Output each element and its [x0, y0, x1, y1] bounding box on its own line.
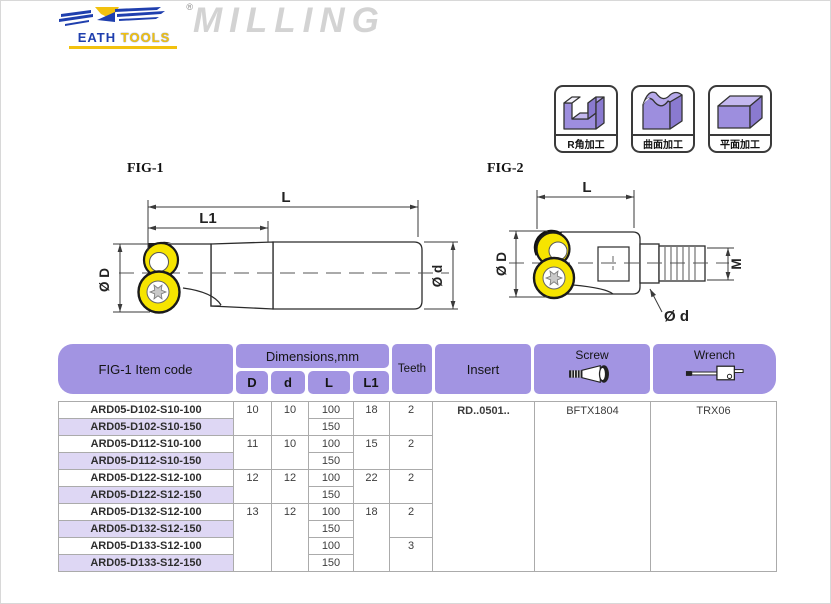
table-row: ARD05-D133-S12-150 150 [58, 554, 777, 572]
brand-name-tools: TOOLS [120, 30, 171, 45]
page-title: MILLING [193, 1, 386, 40]
dim-d-cell: 12 [271, 503, 309, 572]
fig1-dim-label-L1: L1 [199, 210, 217, 227]
item-code-cell: ARD05-D112-S10-100 [58, 435, 234, 453]
col-header-L: L [308, 371, 350, 394]
teeth-cell: 3 [389, 537, 433, 572]
registered-trademark: ® [186, 2, 193, 12]
dim-L-cell: 100 [308, 469, 354, 487]
col-header-teeth: Teeth [392, 344, 432, 394]
item-code-cell: ARD05-D102-S10-100 [58, 401, 234, 419]
dim-L-cell: 100 [308, 503, 354, 521]
insert-cell: RD..0501.. [432, 401, 535, 572]
spec-table-header: FIG-1 Item code Dimensions,mm D d L L1 T… [58, 344, 776, 394]
fig1-title: FIG-1 [127, 161, 164, 176]
dim-L1-cell: 15 [353, 435, 390, 470]
wrench-icon [685, 365, 744, 381]
col-header-D: D [236, 371, 268, 394]
item-code-cell: ARD05-D133-S12-150 [58, 554, 234, 572]
fig2-dim-label-d: Ø d [664, 308, 689, 325]
dim-L-cell: 150 [308, 418, 354, 436]
col-header-d: d [271, 371, 305, 394]
machining-capability-icons: R角加工 曲面加工 平面加工 [554, 85, 772, 153]
dim-d-cell: 10 [271, 401, 309, 436]
wrench-header-label: Wrench [693, 348, 736, 362]
capability-r-corner: R角加工 [554, 85, 618, 153]
capability-flat-surface: 平面加工 [708, 85, 772, 153]
table-row: ARD05-D122-S12-100 12 12 100 22 2 [58, 469, 777, 504]
col-header-screw: Screw [534, 344, 650, 394]
dim-L1-cell: 22 [353, 469, 390, 504]
col-header-L1: L1 [353, 371, 389, 394]
fig1-dim-label-L: L [281, 189, 290, 206]
brand-logo: EATH TOOLS ® [57, 2, 193, 51]
item-code-cell: ARD05-D122-S12-150 [58, 486, 234, 504]
item-code-cell: ARD05-D112-S10-150 [58, 452, 234, 470]
fig1-torx-screw-icon [148, 284, 168, 300]
dim-L-cell: 150 [308, 520, 354, 538]
fig2-dim-label-M: M [729, 258, 744, 269]
fig1-drawing: L L1 Ø D Ø d [97, 189, 458, 314]
dim-L-cell: 100 [308, 435, 354, 453]
dim-L-cell: 100 [308, 537, 354, 555]
fig2-dim-label-D: Ø D [494, 252, 509, 276]
col-header-wrench: Wrench [653, 344, 776, 394]
item-code-cell: ARD05-D122-S12-100 [58, 469, 234, 487]
fig2-title: FIG-2 [487, 161, 524, 176]
dim-D-cell: 12 [233, 469, 272, 504]
capability-label: R角加工 [556, 134, 616, 151]
table-row: ARD05-D132-S12-150 150 [58, 520, 777, 538]
capability-curved-surface: 曲面加工 [631, 85, 695, 153]
screw-cell: BFTX1804 [534, 401, 651, 572]
dim-L-cell: 150 [308, 452, 354, 470]
screw-header-label: Screw [575, 348, 609, 362]
fig2-torx-screw-icon [544, 270, 564, 286]
item-code-cell: ARD05-D132-S12-100 [58, 503, 234, 521]
fig1-dim-label-D: Ø D [97, 268, 112, 292]
capability-label: 平面加工 [710, 134, 770, 151]
dim-L-cell: 150 [308, 554, 354, 572]
flat-block-icon [710, 87, 770, 134]
teeth-cell: 2 [389, 435, 433, 470]
dim-L1-cell: 18 [353, 503, 390, 572]
col-header-insert: Insert [435, 344, 531, 394]
spec-table: ARD05-D102-S10-100 10 10 100 18 2 RD..05… [58, 401, 777, 572]
curved-surface-block-icon [633, 87, 693, 134]
teeth-cell: 2 [389, 469, 433, 504]
dim-D-cell: 13 [233, 503, 272, 572]
teeth-cell: 2 [389, 401, 433, 436]
u-channel-block-icon [556, 87, 616, 134]
dim-L-cell: 150 [308, 486, 354, 504]
item-code-cell: ARD05-D132-S12-150 [58, 520, 234, 538]
table-row: ARD05-D122-S12-150 150 [58, 486, 777, 504]
col-header-item-code: FIG-1 Item code [58, 344, 233, 394]
fig1-dim-label-d: Ø d [430, 265, 445, 288]
dim-d-cell: 10 [271, 435, 309, 470]
table-row: ARD05-D132-S12-100 13 12 100 18 2 [58, 503, 777, 572]
dim-D-cell: 10 [233, 401, 272, 436]
screw-icon [569, 365, 609, 383]
dim-L-cell: 100 [308, 401, 354, 419]
logo-underline [69, 46, 177, 49]
col-header-dimensions: Dimensions,mm [236, 344, 389, 368]
brand-name-eath: EATH [77, 30, 117, 45]
teeth-cell: 2 [389, 503, 433, 538]
dim-D-cell: 11 [233, 435, 272, 470]
item-code-cell: ARD05-D133-S12-100 [58, 537, 234, 555]
table-row: ARD05-D133-S12-100 100 3 [58, 537, 777, 572]
fig2-drawing: L Ø D M Ø d [494, 179, 744, 325]
brand-name: EATH TOOLS [65, 30, 183, 45]
table-row: ARD05-D112-S10-150 150 [58, 452, 777, 470]
fig1-dimension-lines [113, 200, 458, 313]
capability-label: 曲面加工 [633, 134, 693, 151]
dim-L1-cell: 18 [353, 401, 390, 436]
dim-d-cell: 12 [271, 469, 309, 504]
wrench-cell: TRX06 [650, 401, 777, 572]
table-row: ARD05-D102-S10-100 10 10 100 18 2 RD..05… [58, 401, 777, 572]
logo-speedlines-icon [59, 7, 165, 26]
fig2-dim-label-L: L [582, 179, 591, 196]
item-code-cell: ARD05-D102-S10-150 [58, 418, 234, 436]
